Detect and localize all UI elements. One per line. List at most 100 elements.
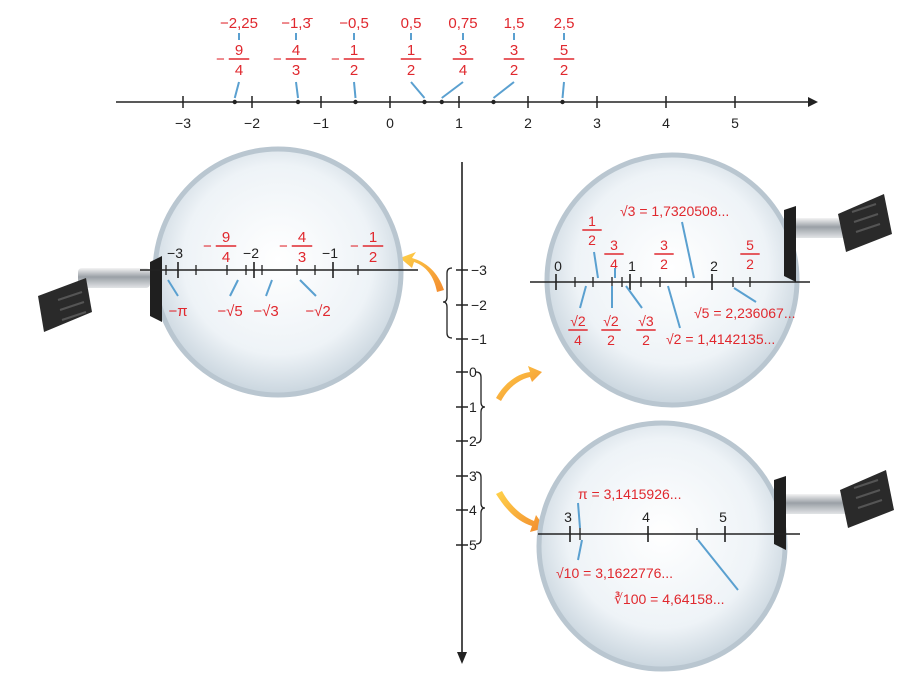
lens-rt-leader bbox=[625, 285, 643, 309]
main-decimal-label: −1,3̄ bbox=[281, 15, 313, 32]
lens-rt-fraction-below-numerator: √3 bbox=[638, 313, 654, 329]
brace-left-group bbox=[442, 267, 453, 339]
lens-rt-leader bbox=[593, 251, 599, 279]
main-decimal-label: −2,25 bbox=[220, 15, 258, 32]
lens-left-tick-label: −3 bbox=[167, 245, 183, 261]
main-tick-label: 1 bbox=[455, 115, 463, 131]
lens-left-fraction-denominator: 3 bbox=[298, 249, 306, 266]
main-tick-label: 0 bbox=[386, 115, 394, 131]
main-fraction-numerator: 1 bbox=[350, 42, 358, 59]
lens-left-irrational: −√5 bbox=[217, 303, 242, 320]
lens-rt-sqrt2: √2 = 1,4142135... bbox=[666, 331, 775, 347]
main-tick-label: 4 bbox=[662, 115, 670, 131]
lens-rt-fraction-above: 34 bbox=[604, 237, 624, 272]
main-fraction-numerator: 1 bbox=[407, 42, 415, 59]
main-point bbox=[232, 99, 237, 105]
lens-rt-fraction-above-numerator: 1 bbox=[588, 213, 596, 229]
main-fraction: 34 bbox=[452, 42, 474, 79]
main-decimal-label: 2,5 bbox=[554, 15, 575, 32]
lens-left-fraction-sign: − bbox=[350, 238, 359, 255]
main-fraction-numerator: 5 bbox=[560, 42, 568, 59]
main-fraction-denominator: 2 bbox=[350, 62, 358, 79]
main-point bbox=[353, 99, 358, 105]
main-fraction: 1 2− bbox=[331, 42, 365, 79]
main-value-leader bbox=[492, 81, 515, 99]
main-fraction-denominator: 2 bbox=[510, 62, 518, 79]
lens-rt-sqrt5: √5 = 2,236067... bbox=[694, 305, 796, 321]
lens-rb-sqrt10: √10 = 3,1622776... bbox=[556, 565, 673, 581]
lens-left-leader bbox=[299, 279, 317, 297]
main-fraction-numerator: 3 bbox=[510, 42, 518, 59]
main-fraction: 52 bbox=[553, 42, 575, 79]
lens-left-fraction-sign: − bbox=[203, 238, 212, 255]
main-point bbox=[422, 99, 427, 105]
vertical-tick-label: 5 bbox=[469, 537, 477, 553]
main-value-leader bbox=[441, 81, 464, 99]
main-tick-label: 5 bbox=[731, 115, 739, 131]
main-decimal-label: −0,5 bbox=[339, 15, 369, 32]
main-value-leader bbox=[561, 81, 565, 99]
arrow-to-right-top-lens-icon bbox=[496, 366, 542, 401]
main-decimal-label: 0,5 bbox=[401, 15, 422, 32]
lens-left-irrational: −√3 bbox=[253, 303, 278, 320]
lens-left-fraction-denominator: 4 bbox=[222, 249, 230, 266]
main-fraction-numerator: 4 bbox=[292, 42, 300, 59]
vertical-tick-label: 2 bbox=[469, 433, 477, 449]
lens-rb-cbrt100: ∛100 = 4,64158... bbox=[614, 591, 725, 607]
lens-left-fraction: 9 4− bbox=[203, 229, 237, 266]
lens-left-fraction-numerator: 1 bbox=[369, 229, 377, 246]
lens-rt-fraction-below: √24 bbox=[568, 313, 588, 348]
lens-left-tick-label: −2 bbox=[243, 245, 259, 261]
lens-rt-tick-label: 0 bbox=[554, 258, 562, 274]
main-tick-label: 2 bbox=[524, 115, 532, 131]
magnifier-left: −3−2−194−43−12−−π−√5−√3−√2 bbox=[38, 146, 418, 398]
lens-left-fraction-numerator: 9 bbox=[222, 229, 230, 246]
lens-rb-tick-label: 3 bbox=[564, 509, 572, 525]
main-point bbox=[560, 99, 565, 105]
lens-rb-leader-sqrt10 bbox=[577, 539, 583, 561]
arrow-to-left-lens-icon bbox=[400, 252, 444, 292]
main-value-leader bbox=[233, 81, 240, 99]
lens-rt-leader bbox=[579, 285, 587, 309]
main-value-leader bbox=[353, 81, 357, 99]
lens-rt-fraction-above: 12 bbox=[582, 213, 602, 248]
lens-rt-fraction-below-denominator: 2 bbox=[642, 332, 650, 348]
lens-rt-fraction-above-numerator: 3 bbox=[610, 237, 618, 253]
lens-left-fraction-numerator: 4 bbox=[298, 229, 306, 246]
lens-rt-fraction-below-denominator: 2 bbox=[607, 332, 615, 348]
brace-right-top-group bbox=[475, 371, 486, 444]
main-value-leader bbox=[410, 81, 426, 99]
lens-rt-leader-sqrt3 bbox=[681, 221, 695, 279]
main-decimal-label: 1,5 bbox=[504, 15, 525, 32]
main-fraction-sign: − bbox=[216, 51, 225, 68]
main-fraction: 43− bbox=[273, 42, 307, 79]
main-fraction-denominator: 4 bbox=[459, 62, 467, 79]
magnifier-handle-right-bottom-icon bbox=[780, 470, 894, 528]
main-fraction-denominator: 2 bbox=[407, 62, 415, 79]
lens-left-leader bbox=[265, 279, 273, 297]
main-fraction: 94− bbox=[216, 42, 250, 79]
lens-left-leader bbox=[229, 279, 239, 297]
arrow-to-right-bottom-lens-icon bbox=[496, 491, 545, 532]
lens-rt-fraction-above-denominator: 2 bbox=[746, 256, 754, 272]
main-fraction-sign: − bbox=[331, 51, 340, 68]
lens-left-fraction: 1 2− bbox=[350, 229, 384, 266]
main-point bbox=[295, 99, 301, 105]
main-point bbox=[439, 99, 444, 105]
lens-rt-fraction-below-denominator: 4 bbox=[574, 332, 582, 348]
main-fraction-denominator: 2 bbox=[560, 62, 568, 79]
lens-rb-leader-pi bbox=[577, 502, 581, 529]
lens-rt-fraction-above-denominator: 2 bbox=[588, 232, 596, 248]
vertical-tick-label: −2 bbox=[471, 297, 487, 313]
main-fraction-sign: − bbox=[273, 51, 282, 68]
main-tick-label: −1 bbox=[313, 115, 329, 131]
brace-right-bottom-group bbox=[475, 471, 486, 545]
lens-left-tick-label: −1 bbox=[322, 245, 338, 261]
vertical-tick-label: 1 bbox=[469, 399, 477, 415]
lens-left-fraction-denominator: 2 bbox=[369, 249, 377, 266]
main-fraction-numerator: 3 bbox=[459, 42, 467, 59]
main-fraction: 12 bbox=[400, 42, 422, 79]
